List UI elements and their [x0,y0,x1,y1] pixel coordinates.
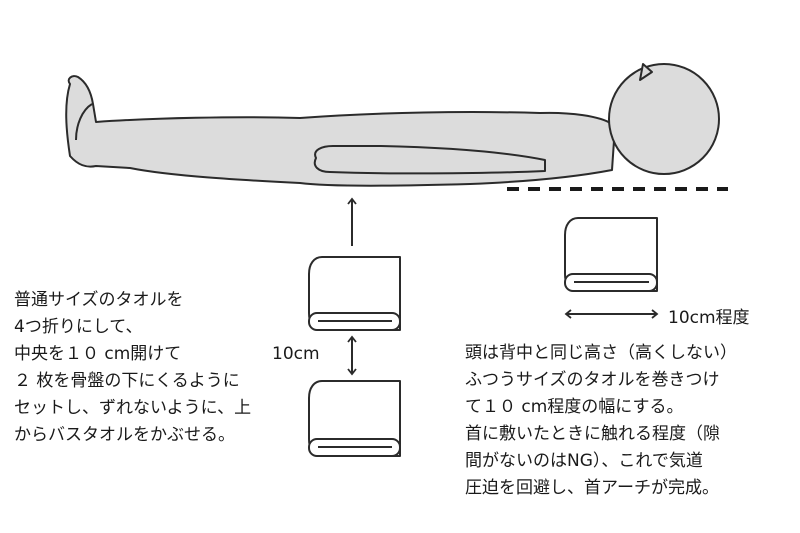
instruction-line: ２ 枚を骨盤の下にくるように [14,371,240,391]
folded-towel-top [308,256,401,331]
instruction-line: からバスタオルをかぶせる。 [14,425,235,445]
lying-body-figure [65,63,720,187]
ear [639,63,653,81]
instruction-line: 4つ折りにして、 [14,317,143,337]
instruction-line: 普通サイズのタオルを [14,290,184,310]
instruction-line: 間がないのはNG）、これで気道 [465,451,703,471]
foot-line [75,103,93,141]
instruction-line: て１０ cm程度の幅にする。 [465,397,684,417]
arm [313,145,546,175]
instruction-line: 頭は背中と同じ高さ（高くしない） [465,343,737,363]
instruction-line: 圧迫を回避し、首アーチが完成。 [465,478,719,498]
instruction-line: セットし、ずれないように、上 [14,398,252,418]
pelvis-instructions: 普通サイズのタオルを 4つ折りにして、 中央を１０ cm開けて ２ 枚を骨盤の下… [14,287,251,449]
neck-instructions: 頭は背中と同じ高さ（高くしない） ふつうサイズのタオルを巻きつけ て１０ cm程… [465,340,737,502]
folded-towel-bottom [308,380,401,457]
instruction-line: 中央を１０ cm開けて [14,344,182,364]
instruction-line: 首に敷いたときに触れる程度（隙 [465,424,720,444]
rolled-neck-towel [564,217,658,292]
head [608,63,720,175]
width-label: 10cm程度 [668,308,750,328]
gap-label: 10cm [272,344,320,364]
instruction-line: ふつうサイズのタオルを巻きつけ [465,370,720,390]
